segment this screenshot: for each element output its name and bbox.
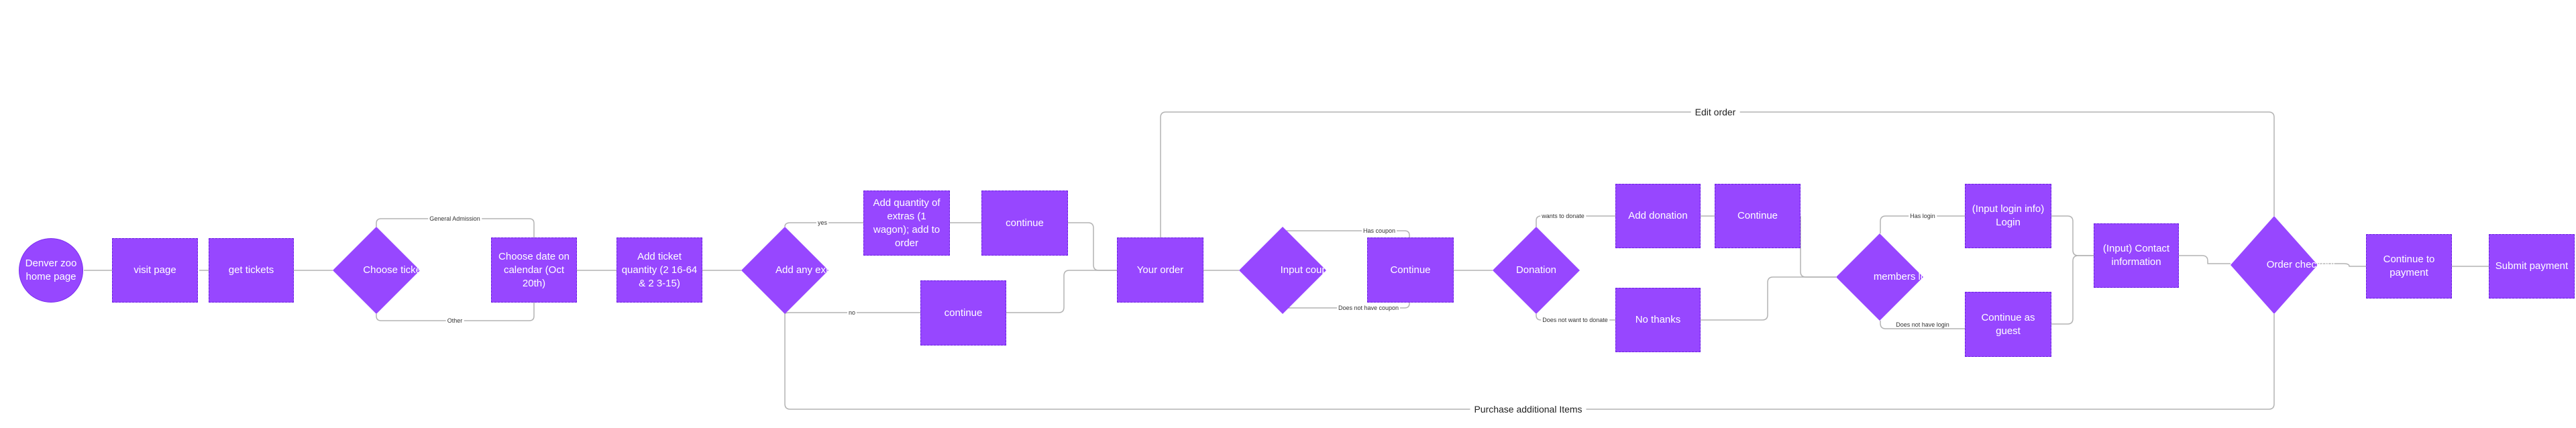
node-continue-coupon[interactable]: Continue <box>1367 237 1454 303</box>
node-get-tickets[interactable]: get tickets <box>209 238 294 303</box>
decision-ticket-type-label: Choose ticket type <box>363 264 446 276</box>
node-add-quantity-extras-label: Add quantity of extras (1 wagon); add to… <box>873 197 941 249</box>
node-continue-as-guest[interactable]: Continue as guest <box>1965 292 2051 357</box>
node-continue-donation-label: Continue <box>1737 210 1778 221</box>
edge-no-login <box>1880 321 1965 329</box>
edge-has-login <box>1880 215 1965 233</box>
edge-nothanks-members <box>1701 276 1836 321</box>
node-your-order-label: Your order <box>1136 264 1184 276</box>
node-continue-no-extras-label: continue <box>944 307 983 319</box>
node-choose-date[interactable]: Choose date on calendar (Oct 20th) <box>491 237 577 303</box>
decision-input-coupon-label: Input coupon <box>1280 264 1339 276</box>
node-continue-to-payment[interactable]: Continue to payment <box>2366 234 2452 299</box>
node-add-quantity-extras[interactable]: Add quantity of extras (1 wagon); add to… <box>863 191 950 256</box>
node-input-login-info[interactable]: (Input login info) Login <box>1965 184 2051 248</box>
node-add-donation-label: Add donation <box>1628 210 1688 221</box>
edge-continue-members <box>1800 216 1836 278</box>
edge-label-has-coupon: Has coupon <box>1361 227 1397 234</box>
edge-label-does-not-want-to-donate: Does not want to donate <box>1541 317 1609 323</box>
decision-members-login-label: members login <box>1873 271 1940 282</box>
decision-add-extras-label: Add any extras <box>775 264 843 276</box>
decision-ticket-type[interactable]: Choose ticket type <box>333 227 446 314</box>
node-get-tickets-label: get tickets <box>228 264 274 276</box>
node-add-ticket-quantity[interactable]: Add ticket quantity (2 16-64 & 2 3-15) <box>616 237 702 303</box>
edge-label-general-admission: General Admission <box>428 215 482 222</box>
node-no-thanks-label: No thanks <box>1635 314 1681 325</box>
node-continue-after-extras[interactable]: continue <box>981 191 1068 256</box>
decision-add-extras[interactable]: Add any extras <box>741 227 843 314</box>
decision-input-coupon[interactable]: Input coupon <box>1239 227 1338 314</box>
node-continue-after-extras-label: continue <box>1006 217 1044 229</box>
node-add-donation[interactable]: Add donation <box>1615 184 1701 248</box>
edge-label-does-not-have-login: Does not have login <box>1894 321 1951 328</box>
edge-login-contact <box>2051 215 2094 256</box>
edge-label-wants-to-donate: wants to donate <box>1540 213 1586 219</box>
decision-order-checkout[interactable]: Order checkout <box>2231 216 2335 314</box>
node-contact-information-label: (Input) Contact information <box>2102 243 2170 268</box>
node-input-login-info-label: (Input login info) Login <box>1972 203 2045 228</box>
node-home-page-label: Denver zoo home page <box>25 258 77 282</box>
decision-donation[interactable]: Donation <box>1493 227 1580 314</box>
node-continue-as-guest-label: Continue as guest <box>1981 311 2035 337</box>
edge-label-has-login: Has login <box>1909 213 1937 219</box>
edge-guest-contact <box>2051 255 2094 325</box>
node-home-page[interactable]: Denver zoo home page <box>19 238 83 303</box>
node-add-ticket-quantity-label: Add ticket quantity (2 16-64 & 2 3-15) <box>621 250 698 289</box>
node-no-thanks[interactable]: No thanks <box>1615 288 1701 352</box>
edge-continue-yourorder <box>1068 222 1117 271</box>
edge-continue2-yourorder <box>1006 270 1117 313</box>
edge-label-purchase-additional-items: Purchase additional Items <box>1470 404 1587 415</box>
node-submit-payment[interactable]: Submit payment <box>2489 234 2575 299</box>
decision-members-login[interactable]: members login <box>1836 233 1939 321</box>
edge-no-donate <box>1536 314 1615 321</box>
node-choose-date-label: Choose date on calendar (Oct 20th) <box>498 250 570 289</box>
edge-label-does-not-have-coupon: Does not have coupon <box>1336 305 1401 311</box>
node-continue-coupon-label: Continue <box>1390 264 1431 276</box>
edge-label-edit-order: Edit order <box>1690 107 1740 117</box>
edge-label-yes: yes <box>816 219 829 226</box>
edge-label-other: Other <box>445 317 464 324</box>
node-visit-page[interactable]: visit page <box>112 238 198 303</box>
node-continue-donation[interactable]: Continue <box>1715 184 1801 248</box>
node-continue-no-extras[interactable]: continue <box>920 280 1006 345</box>
node-continue-to-payment-label: Continue to payment <box>2383 254 2435 278</box>
node-submit-payment-label: Submit payment <box>2495 260 2569 272</box>
node-your-order[interactable]: Your order <box>1117 237 1203 303</box>
decision-donation-label: Donation <box>1515 264 1557 276</box>
edge-label-no: no <box>847 309 857 316</box>
edge-checkout-payment <box>2317 263 2366 267</box>
decision-order-checkout-label: Order checkout <box>2266 259 2336 270</box>
node-visit-page-label: visit page <box>133 264 176 276</box>
edge-extras-yes <box>784 222 863 227</box>
node-contact-information[interactable]: (Input) Contact information <box>2094 223 2179 288</box>
edge-contact-checkout <box>2179 255 2231 264</box>
